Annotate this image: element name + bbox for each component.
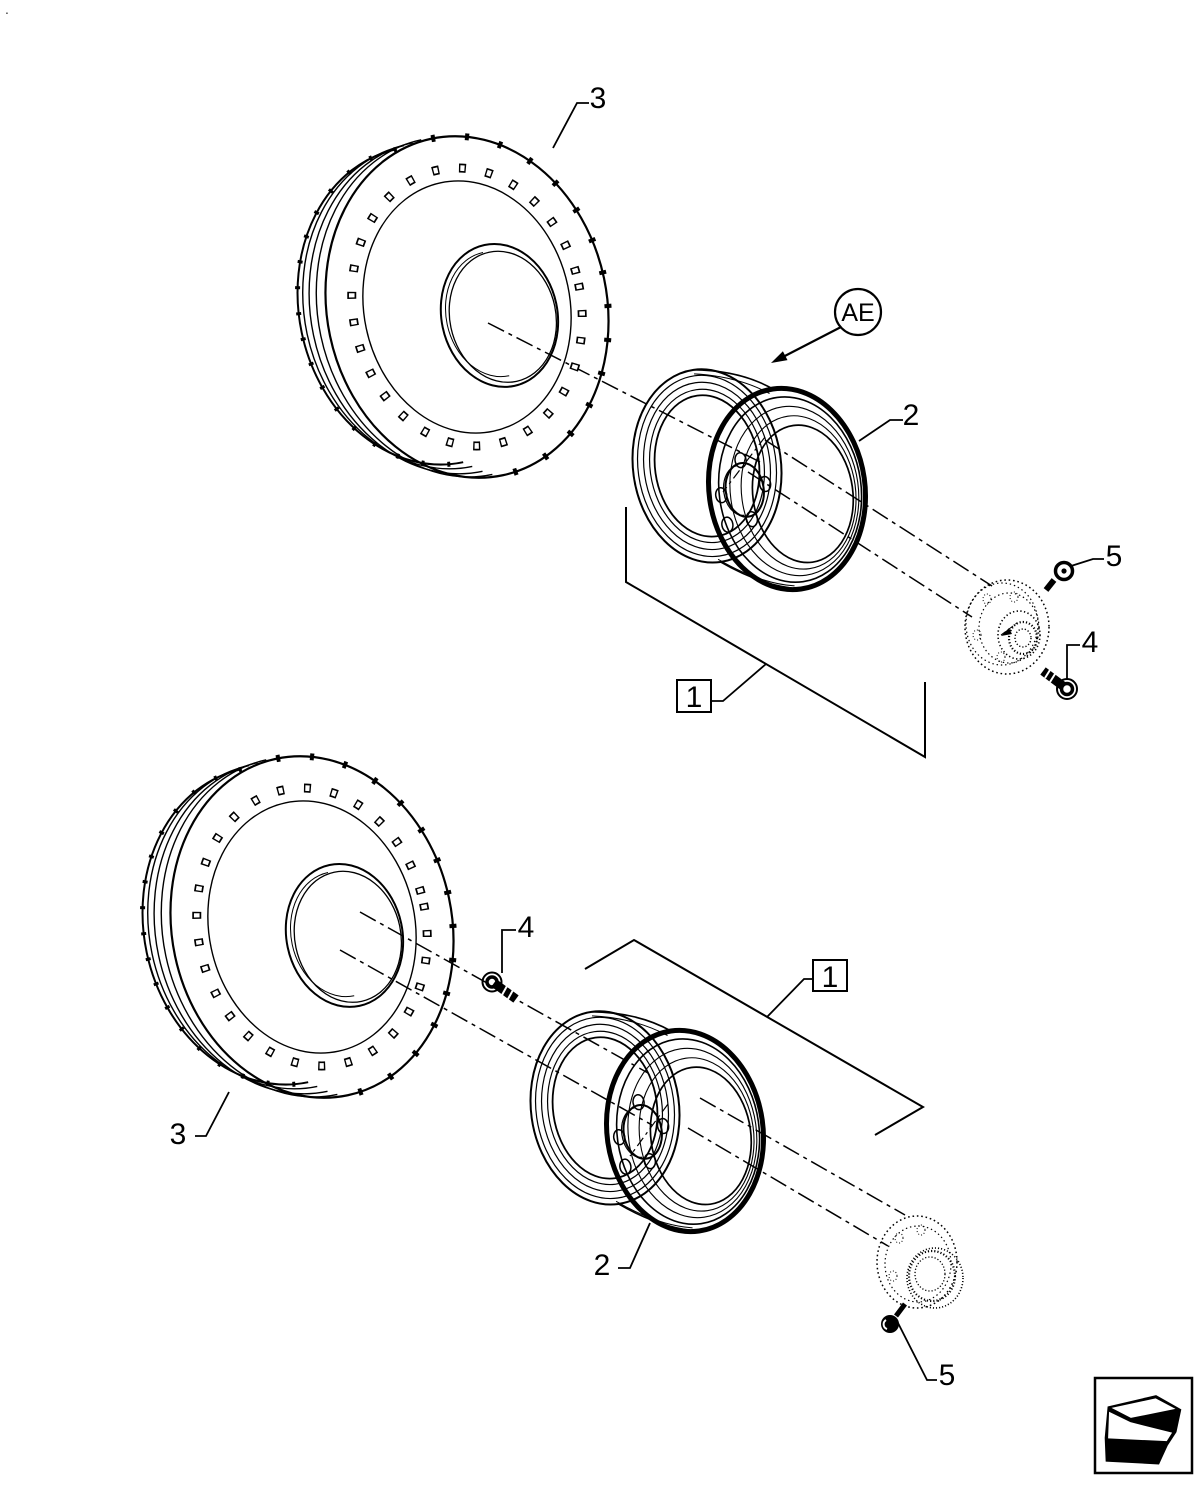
leader-upper-valve	[1070, 558, 1104, 567]
upper-wheel-bolt	[1040, 667, 1078, 700]
lower-tire	[113, 729, 485, 1130]
upper-tire	[268, 109, 640, 510]
lower-assembly: 1 3 4 2 5	[113, 729, 965, 1392]
upper-detail-callout: AE	[771, 287, 883, 363]
lower-rim-ref: 2	[594, 1249, 611, 1282]
leader-upper-bolt	[1066, 644, 1080, 679]
upper-rim-ref: 2	[903, 399, 920, 432]
lower-tire-ref: 3	[170, 1118, 187, 1151]
lower-bolt-ref: 4	[518, 911, 535, 944]
corner-mark: .	[5, 1, 9, 17]
ref-box	[812, 959, 848, 992]
leader-upper-rim	[858, 419, 903, 442]
upper-assembly: AE 1 3 2 5 4	[268, 82, 1123, 759]
lower-wheel-bolt	[481, 971, 519, 1003]
leader-upper-tire	[552, 102, 589, 149]
callout-arrowhead	[771, 351, 788, 363]
upper-valve-ref: 5	[1106, 540, 1123, 573]
leader-lower-bolt	[501, 929, 516, 973]
upper-rim	[620, 348, 878, 609]
callout-circle	[833, 287, 883, 337]
leader-lower-tire	[195, 1091, 230, 1137]
page-turn-arrow-icon	[1093, 1376, 1194, 1475]
upper-valve-stem	[1043, 560, 1075, 592]
upper-assembly-ref: 1	[686, 681, 703, 714]
upper-bolt-ref: 4	[1082, 626, 1099, 659]
lower-hub-phantom	[875, 1214, 965, 1310]
upper-tire-ref: 3	[590, 82, 607, 115]
lower-valve-ref: 5	[939, 1359, 956, 1392]
leader-lower-rim	[618, 1222, 651, 1269]
upper-hub-phantom	[963, 578, 1051, 676]
leader-lower-valve	[896, 1320, 937, 1381]
lower-valve-stem	[881, 1302, 907, 1333]
lower-assembly-bracket: 1	[584, 938, 925, 1136]
ref-box	[676, 679, 712, 713]
lower-assembly-ref: 1	[822, 961, 839, 994]
lower-rim	[518, 990, 776, 1251]
upper-assembly-bracket: 1	[625, 507, 926, 759]
detail-callout-label: AE	[841, 299, 874, 327]
